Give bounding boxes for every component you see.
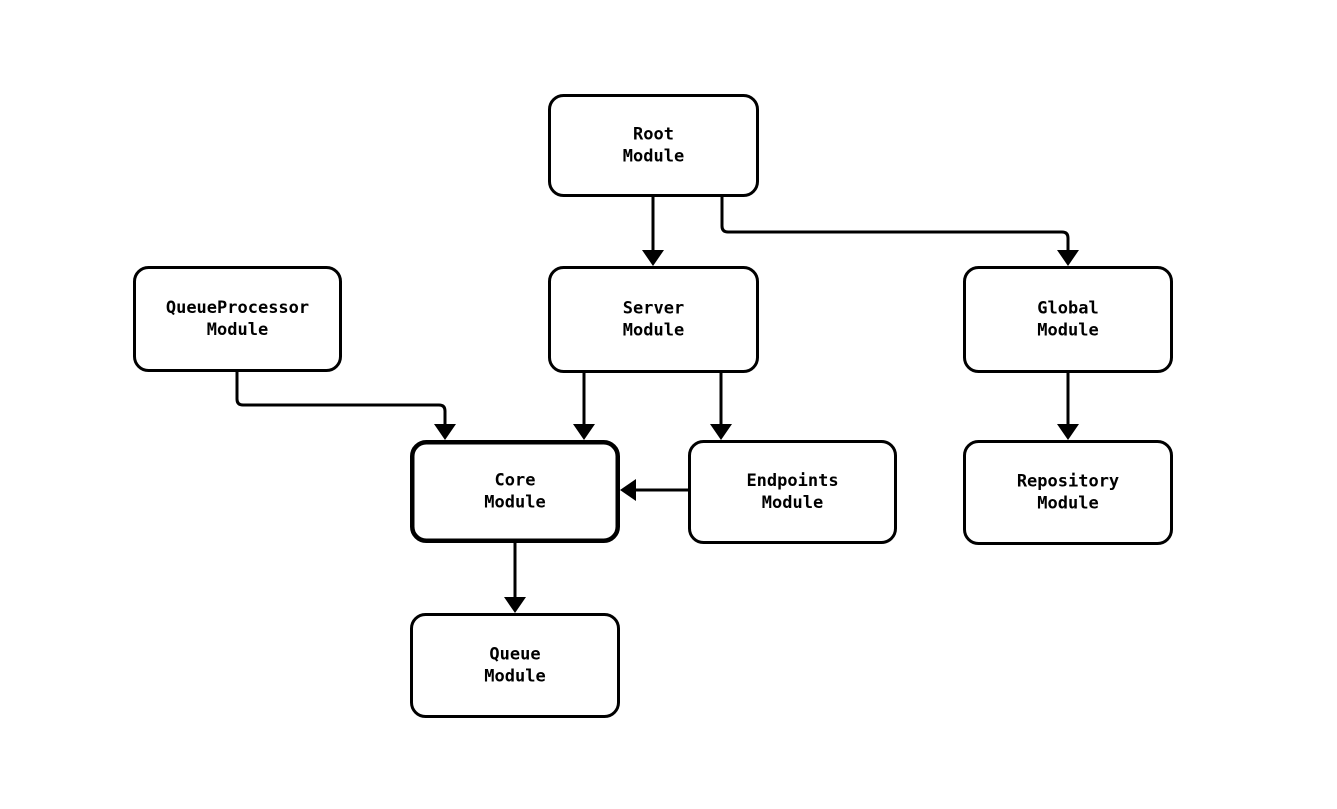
core-module-node-box[interactable]	[410, 440, 620, 543]
edge-root-to-server	[642, 197, 664, 266]
edge-endpoints-to-core	[620, 479, 688, 501]
endpoints-module-node-label-line2: Module	[762, 493, 823, 513]
queue-module-node-label-line2: Module	[484, 667, 545, 687]
core-module-node-label-line1: Core	[495, 471, 536, 491]
server-module-node-label-line1: Server	[623, 299, 684, 319]
edge-server-to-core	[573, 373, 595, 440]
server-module-node-label-line2: Module	[623, 321, 684, 341]
nodes-layer: RootModuleQueueProcessorModuleServerModu…	[133, 94, 1173, 718]
root-module-node-box[interactable]	[548, 94, 759, 197]
root-module-node-label-line2: Module	[623, 147, 684, 167]
edge-queueprocessor-to-core-line	[235, 372, 447, 432]
edge-server-to-core-arrowhead-icon	[573, 424, 595, 440]
edge-server-to-endpoints	[710, 373, 732, 440]
edges-layer	[235, 197, 1079, 613]
server-module-node-box[interactable]	[548, 266, 759, 373]
core-module-node-label-line2: Module	[484, 493, 545, 513]
repository-module-node-label-line1: Repository	[1017, 472, 1119, 492]
queueprocessor-module-node-label-line2: Module	[207, 320, 268, 340]
global-module-node-box[interactable]	[963, 266, 1173, 373]
edge-root-to-global-arrowhead-icon	[1057, 250, 1079, 266]
edge-root-to-global	[720, 197, 1079, 266]
queueprocessor-module-node-box[interactable]	[133, 266, 342, 372]
edge-queueprocessor-to-core-arrowhead-icon	[434, 424, 456, 440]
queueprocessor-module-node-label-line1: QueueProcessor	[166, 298, 309, 318]
edge-endpoints-to-core-arrowhead-icon	[620, 479, 636, 501]
edge-global-to-repository-arrowhead-icon	[1057, 424, 1079, 440]
queue-module-node-box[interactable]	[410, 613, 620, 718]
repository-module-node-label-line2: Module	[1037, 494, 1098, 514]
endpoints-module-node-box[interactable]	[688, 440, 897, 544]
repository-module-node-box[interactable]	[963, 440, 1173, 545]
edge-core-to-queue-arrowhead-icon	[504, 597, 526, 613]
global-module-node-label-line1: Global	[1037, 299, 1098, 319]
global-module-node-label-line2: Module	[1037, 321, 1098, 341]
edge-queueprocessor-to-core	[235, 372, 456, 440]
edge-core-to-queue	[504, 543, 526, 613]
queue-module-node-label-line1: Queue	[489, 645, 540, 665]
edge-root-to-server-arrowhead-icon	[642, 250, 664, 266]
edge-root-to-global-line	[720, 197, 1070, 258]
endpoints-module-node-label-line1: Endpoints	[746, 471, 838, 491]
root-module-node-label-line1: Root	[633, 125, 674, 145]
edge-server-to-endpoints-arrowhead-icon	[710, 424, 732, 440]
edge-global-to-repository	[1057, 373, 1079, 440]
